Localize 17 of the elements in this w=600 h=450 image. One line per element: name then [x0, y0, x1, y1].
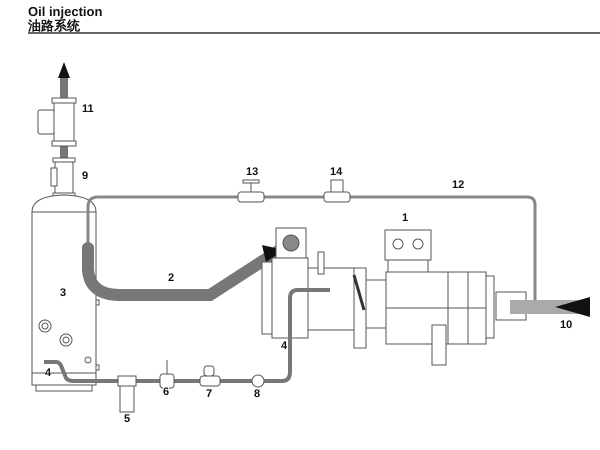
- callout-number: 4: [281, 341, 288, 352]
- callout-number: 7: [206, 389, 212, 400]
- callout-number: 3: [60, 288, 66, 299]
- callout-number: 13: [246, 167, 258, 178]
- callout-number: 9: [82, 171, 88, 182]
- callout-number: 12: [452, 180, 464, 191]
- callout-number: 1: [402, 213, 408, 224]
- callout-number: 2: [168, 273, 174, 284]
- callout-number: 11: [82, 104, 94, 115]
- diagram-subtitle: 油路系统: [28, 19, 80, 32]
- callout-number: 4: [45, 368, 52, 379]
- callout-number: 10: [560, 320, 572, 331]
- callout-number: 6: [163, 387, 170, 398]
- callout-number: 8: [254, 389, 260, 400]
- diagram-title: Oil injection: [28, 5, 102, 18]
- callout-number: 5: [124, 414, 130, 425]
- callout-number: 14: [330, 167, 342, 178]
